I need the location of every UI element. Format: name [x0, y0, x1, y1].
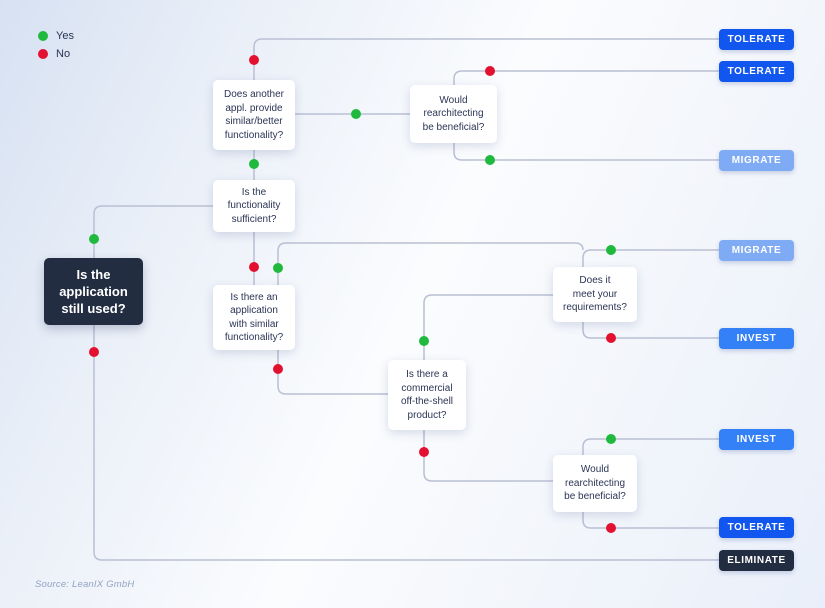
outcome-invest-2: INVEST: [719, 429, 794, 450]
connector-similar-app-no: [277, 350, 388, 395]
source-credit: Source: LeanIX GmbH: [35, 579, 135, 590]
connector-commercial-yes: [423, 294, 553, 360]
outcome-tolerate-1: TOLERATE: [719, 29, 794, 50]
node-meets-requirements: Does it meet your requirements?: [553, 267, 637, 322]
connector-commercial-no: [423, 430, 553, 482]
outcome-tolerate-2: TOLERATE: [719, 61, 794, 82]
yes-dot-commercial: [419, 336, 429, 346]
connector-meets-requirements-yes: [582, 249, 719, 267]
yes-dot-does-another: [351, 109, 361, 119]
no-dot-rearchitecting-bottom: [606, 523, 616, 533]
yes-dot-rearchitecting-top: [485, 155, 495, 165]
connector-rearchitecting-top-no: [453, 70, 719, 85]
no-dot-meets-requirements: [606, 333, 616, 343]
legend: Yes No: [38, 27, 74, 63]
connector-does-another-no: [253, 38, 719, 80]
connector-rearchitecting-bottom-no: [582, 512, 719, 529]
no-dot-functionality: [249, 262, 259, 272]
outcome-invest-1: INVEST: [719, 328, 794, 349]
legend-yes: Yes: [38, 27, 74, 45]
outcome-migrate-1: MIGRATE: [719, 150, 794, 171]
node-start: Is the application still used?: [44, 258, 143, 325]
yes-dot-meets-requirements: [606, 245, 616, 255]
node-similar-application: Is there an application with similar fun…: [213, 285, 295, 350]
connector-start-yes: [93, 205, 213, 258]
node-does-another-app: Does another appl. provide similar/bette…: [213, 80, 295, 150]
yes-dot-rearchitecting-bottom: [606, 434, 616, 444]
yes-dot-functionality: [249, 159, 259, 169]
no-dot-commercial: [419, 447, 429, 457]
node-rearchitecting-top: Would rearchitecting be beneficial?: [410, 85, 497, 143]
connector-similar-app-yes: [277, 242, 584, 285]
legend-yes-label: Yes: [56, 30, 74, 42]
outcome-eliminate: ELIMINATE: [719, 550, 794, 571]
no-dot-does-another: [249, 55, 259, 65]
no-dot-similar-app: [273, 364, 283, 374]
legend-no: No: [38, 45, 74, 63]
no-dot-icon: [38, 49, 48, 59]
connector-meets-requirements-no: [582, 322, 719, 339]
node-commercial-product: Is there a commercial off-the-shell prod…: [388, 360, 466, 430]
connector-rearchitecting-bottom-yes: [582, 438, 719, 455]
no-dot-rearchitecting-top: [485, 66, 495, 76]
connector-start-no: [93, 325, 719, 561]
no-dot-start: [89, 347, 99, 357]
node-rearchitecting-bottom: Would rearchitecting be beneficial?: [553, 455, 637, 512]
yes-dot-start: [89, 234, 99, 244]
node-functionality-sufficient: Is the functionality sufficient?: [213, 180, 295, 232]
connector-rearchitecting-top-yes: [453, 143, 719, 161]
outcome-tolerate-3: TOLERATE: [719, 517, 794, 538]
outcome-migrate-2: MIGRATE: [719, 240, 794, 261]
yes-dot-similar-app: [273, 263, 283, 273]
yes-dot-icon: [38, 31, 48, 41]
legend-no-label: No: [56, 48, 71, 60]
